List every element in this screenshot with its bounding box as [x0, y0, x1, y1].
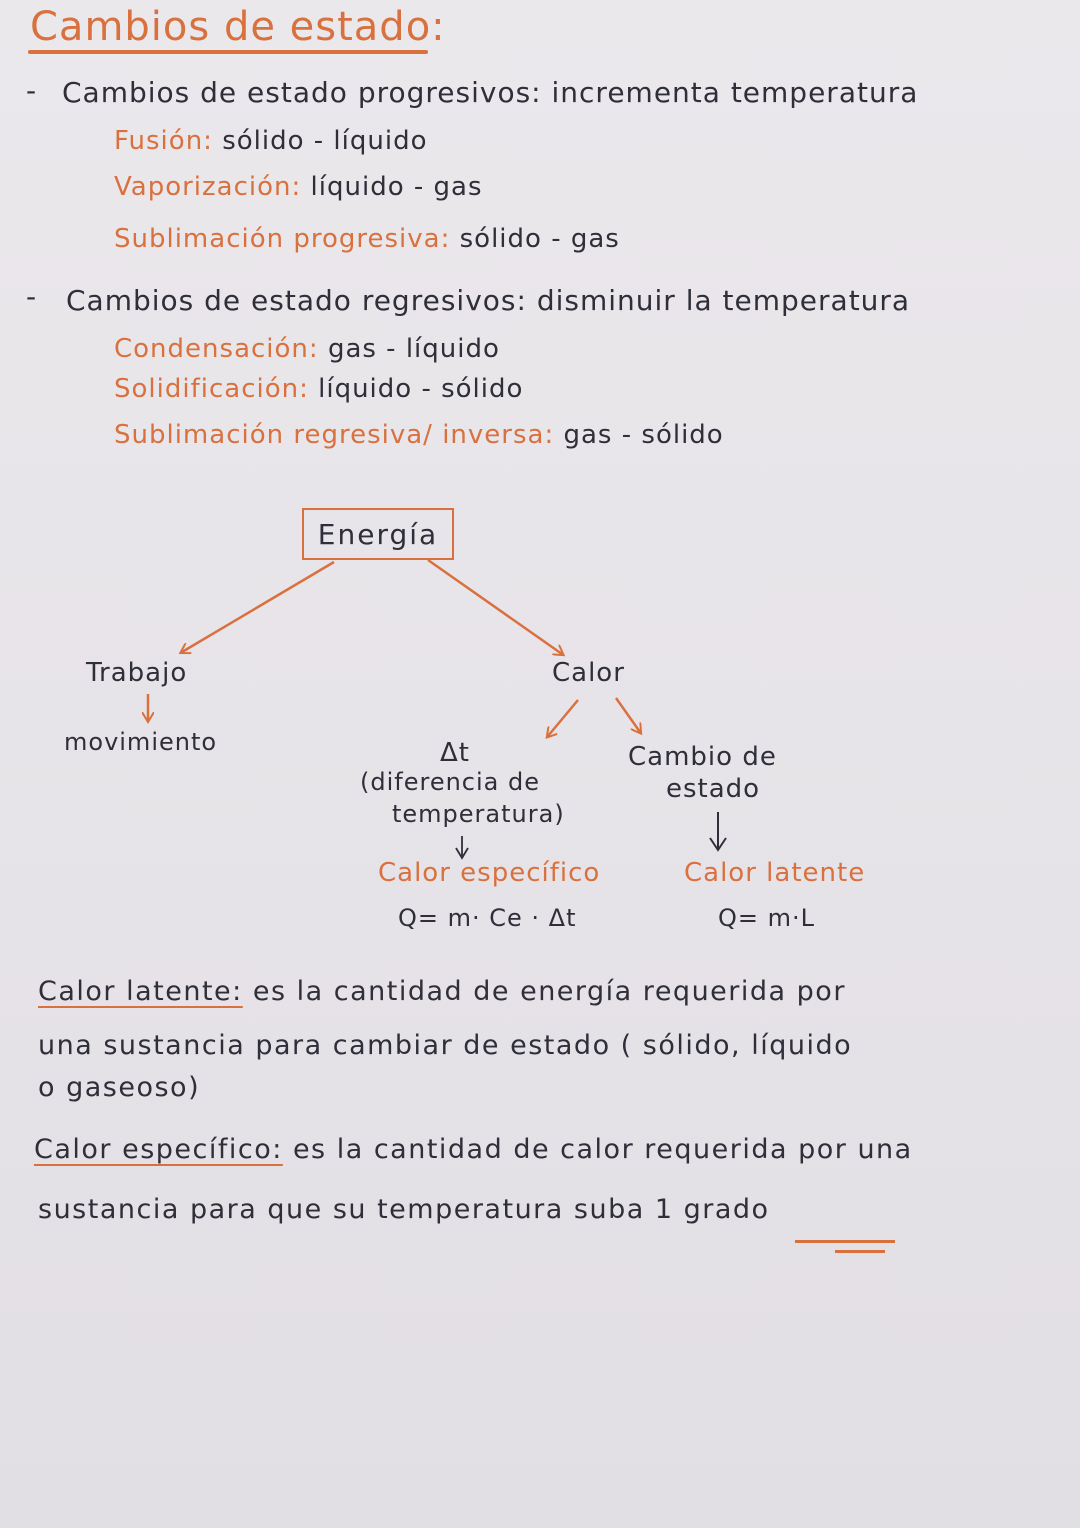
progressive-heading: Cambios de estado progresivos: increment…	[62, 76, 919, 109]
item-value: sólido - líquido	[222, 126, 428, 156]
list-item: Fusión: sólido - líquido	[114, 126, 428, 156]
list-item: Sublimación regresiva/ inversa: gas - só…	[114, 420, 724, 450]
list-item: Condensación: gas - líquido	[114, 334, 500, 364]
item-value: líquido - gas	[310, 172, 483, 202]
regressive-heading: Cambios de estado regresivos: disminuir …	[66, 284, 911, 317]
item-term: Fusión:	[114, 126, 213, 156]
item-term: Vaporización:	[114, 172, 302, 202]
definition-text-line: sustancia para que su temperatura suba 1…	[38, 1194, 770, 1225]
definition-text: es la cantidad de calor requerida por un…	[292, 1134, 913, 1165]
list-item: Sublimación progresiva: sólido - gas	[114, 224, 620, 254]
trabajo-node: Trabajo	[86, 658, 188, 688]
cambio-estado-node: Cambio de	[628, 742, 777, 772]
grado-underline	[795, 1240, 895, 1243]
item-value: líquido - sólido	[318, 374, 524, 404]
cambio-estado-node: estado	[666, 774, 761, 804]
definition-term: Calor latente:	[38, 976, 243, 1007]
grado-underline	[835, 1250, 885, 1253]
definition-specific: Calor específico: es la cantidad de calo…	[34, 1134, 913, 1165]
item-term: Sublimación regresiva/ inversa:	[114, 420, 555, 450]
item-term: Sublimación progresiva:	[114, 224, 451, 254]
formula-especifico: Q= m· Ce · Δt	[398, 904, 577, 932]
emphasis-grado: 1 grado	[654, 1194, 770, 1225]
item-term: Solidificación:	[114, 374, 309, 404]
item-value: sólido - gas	[459, 224, 620, 254]
definition-text-line: una sustancia para cambiar de estado ( s…	[38, 1030, 853, 1061]
list-item: Solidificación: líquido - sólido	[114, 374, 523, 404]
title-underline	[28, 50, 428, 54]
definition-text: sustancia para que su temperatura suba	[38, 1194, 645, 1225]
item-value: gas - sólido	[563, 420, 724, 450]
definition-term: Calor específico:	[34, 1134, 283, 1165]
definition-latent: Calor latente: es la cantidad de energía…	[38, 976, 846, 1007]
bullet-dash: -	[26, 74, 37, 107]
delta-t-node: Δt	[440, 738, 470, 768]
calor-node: Calor	[552, 658, 625, 688]
definition-text-line: o gaseoso)	[38, 1072, 201, 1103]
delta-note: (diferencia de	[360, 768, 540, 796]
item-term: Condensación:	[114, 334, 319, 364]
page-title: Cambios de estado:	[30, 4, 446, 50]
list-item: Vaporización: líquido - gas	[114, 172, 483, 202]
calor-latente-node: Calor latente	[684, 858, 866, 888]
item-value: gas - líquido	[327, 334, 500, 364]
delta-note: temperatura)	[392, 800, 565, 828]
calor-especifico-node: Calor específico	[378, 858, 601, 888]
definition-text: es la cantidad de energía requerida por	[252, 976, 846, 1007]
movimiento-node: movimiento	[64, 728, 218, 756]
bullet-dash: -	[26, 280, 37, 313]
energia-node: Energía	[302, 508, 454, 560]
formula-latente: Q= m·L	[718, 904, 816, 932]
